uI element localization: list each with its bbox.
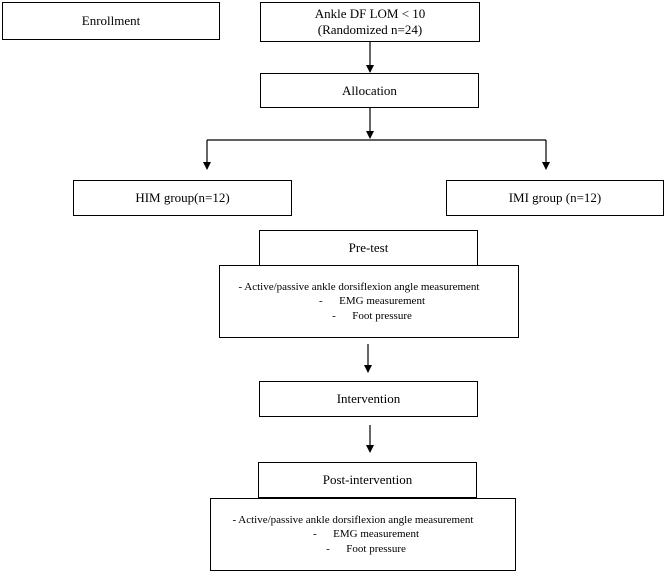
enrollment-label: Enrollment [81,13,141,29]
pretest-label: Pre-test [348,240,389,256]
post-intervention-detail-box: - Active/passive ankle dorsiflexion angl… [210,498,516,571]
imi-group-label: IMI group (n=12) [508,190,602,206]
intervention-label: Intervention [336,391,401,407]
post-item-angle: - Active/passive ankle dorsiflexion angl… [232,514,474,527]
pretest-item-angle: - Active/passive ankle dorsiflexion angl… [238,281,480,294]
post-intervention-box: Post-intervention [258,462,477,498]
criteria-line-1: Ankle DF LOM < 10 [314,6,426,22]
post-item-emg: - EMG measurement [313,528,419,541]
allocation-label: Allocation [342,82,397,98]
post-item-foot-pressure: - Foot pressure [326,542,406,555]
allocation-box: Allocation [260,73,479,108]
pretest-item-emg: - EMG measurement [319,295,425,308]
criteria-line-2: (Randomized n=24) [317,22,423,37]
pretest-box: Pre-test [259,230,478,266]
imi-group-box: IMI group (n=12) [446,180,664,216]
him-group-box: HIM group(n=12) [73,180,292,216]
enrollment-box: Enrollment [2,2,220,40]
pretest-item-foot-pressure: - Foot pressure [332,309,412,322]
post-intervention-label: Post-intervention [322,472,413,488]
intervention-box: Intervention [259,381,478,417]
pretest-detail-box: - Active/passive ankle dorsiflexion angl… [219,265,519,338]
criteria-box: Ankle DF LOM < 10 (Randomized n=24) [260,2,480,42]
him-group-label: HIM group(n=12) [135,190,230,206]
